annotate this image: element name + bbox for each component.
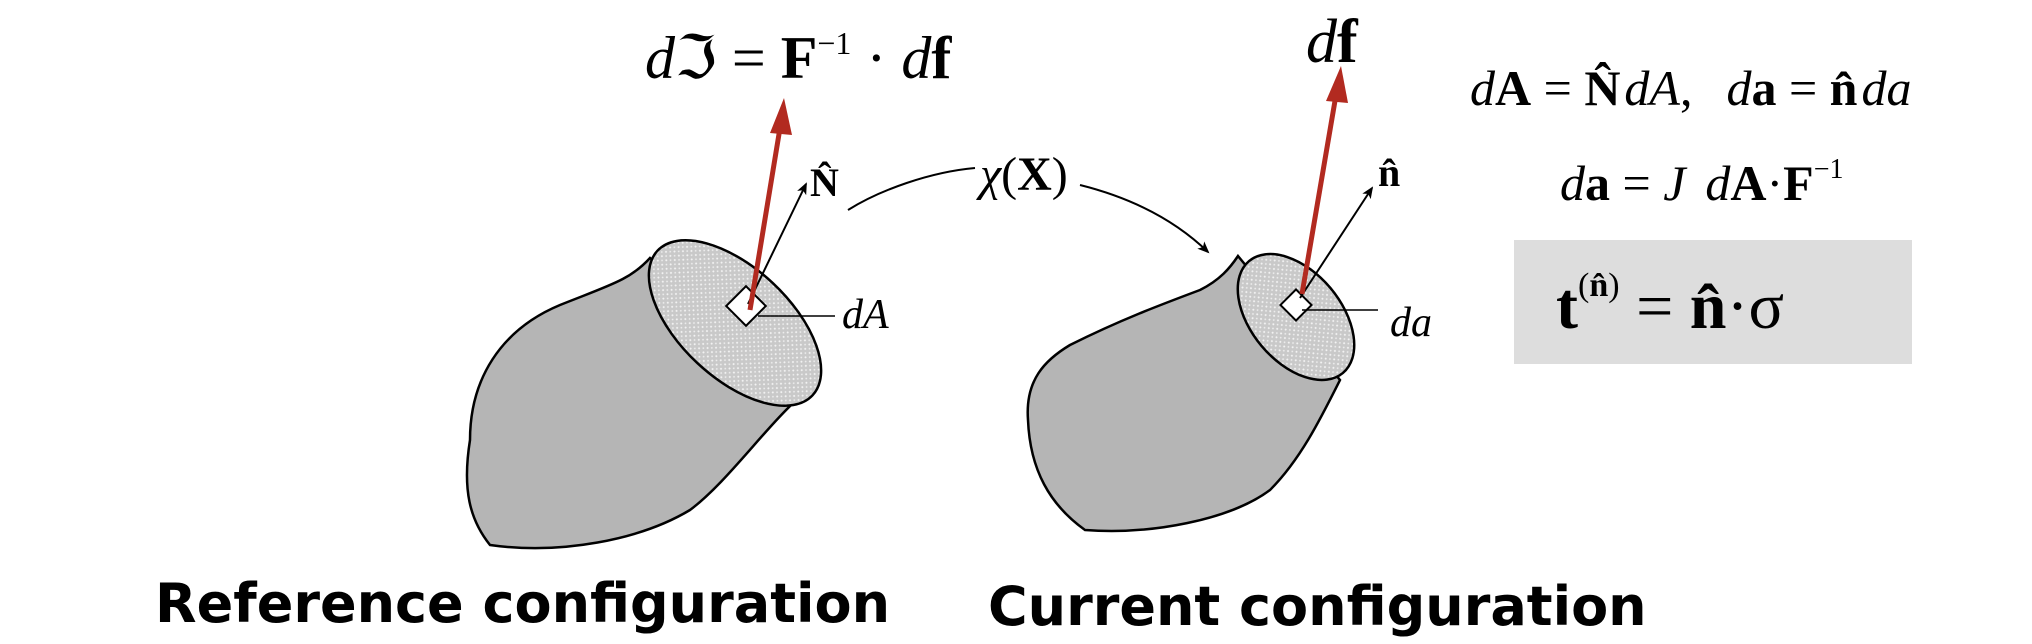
current-area-label: da (1390, 300, 1432, 346)
reference-normal-label: N̂ (810, 160, 839, 205)
reference-force-arrowhead (770, 98, 792, 135)
current-force-label: df (1306, 8, 1359, 76)
current-body (1026, 66, 1378, 533)
reference-area-element (724, 284, 768, 328)
cauchy-formula-box (1514, 240, 1912, 364)
reference-caption: Reference configuration (155, 572, 890, 635)
area-normal-equations: dA = N̂dA,da = n̂da (1470, 60, 1911, 116)
current-area-element (1279, 288, 1313, 322)
cauchy-formula: t(n̂) = n̂·σ (1556, 267, 1784, 343)
reference-body (465, 98, 835, 550)
current-normal-arrow (1299, 186, 1374, 299)
mapping-label: χ(X) (976, 148, 1068, 201)
current-force-arrow-shaft (1299, 94, 1339, 295)
reference-area-label: dA (842, 292, 889, 338)
current-normal-label: n̂ (1378, 150, 1400, 195)
reference-cut-face (647, 239, 823, 407)
reference-normal-arrow (747, 182, 807, 305)
mapping-arrow-end (1079, 184, 1210, 254)
reference-force-arrow-shaft (747, 127, 783, 311)
mapping-arrow (847, 167, 976, 211)
reference-force-equation: dℑ = F−1 · df (645, 25, 952, 91)
current-force-arrowhead (1326, 66, 1348, 103)
current-caption: Current configuration (988, 575, 1647, 638)
